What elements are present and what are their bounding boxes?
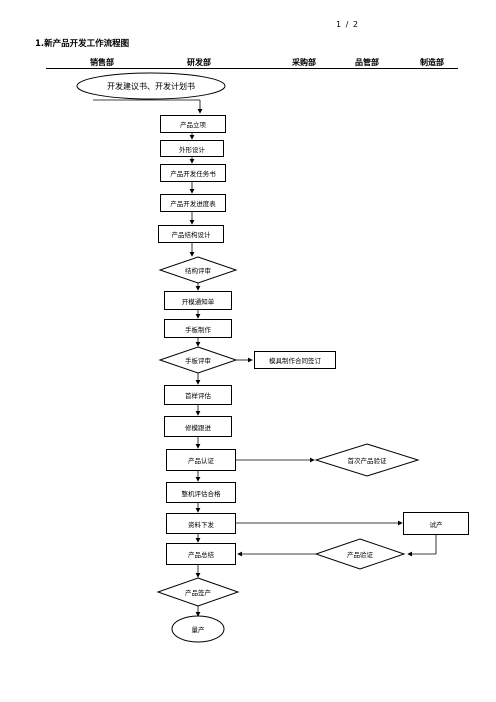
decision-product-signoff: 产品签产 [185,589,211,597]
node-prototype-making: 手板制作 [164,319,232,338]
page-title: 1.新产品开发工作流程图 [35,39,130,49]
node-mold-repair: 修模跟进 [164,416,232,437]
decision-product-verification: 产品验证 [347,551,373,559]
column-header-purchasing: 采购部 [292,58,316,67]
header-divider [46,68,458,69]
decision-prototype-review: 手板评审 [185,357,211,365]
decision-structure-review: 结构评审 [185,267,211,275]
end-node: 量产 [191,626,205,634]
node-mold-notice: 开模通知单 [164,291,232,310]
node-appearance-design: 外形设计 [160,140,224,157]
start-ellipse [76,72,226,100]
node-schedule: 产品开发进度表 [160,194,226,212]
node-product-initiation: 产品立项 [160,115,226,133]
node-task-book: 产品开发任务书 [160,164,226,182]
node-whole-unit-eval: 整机评估合格 [166,482,236,503]
column-header-rd: 研发部 [187,58,211,67]
node-first-sample-eval: 首样评估 [164,385,232,405]
node-data-release: 资料下发 [166,513,236,534]
column-header-manufacturing: 制造部 [420,58,444,67]
node-structure-design: 产品结构设计 [158,225,224,243]
node-mold-contract: 模具制作合同签订 [254,351,336,369]
page-number: 1 / 2 [336,20,359,29]
column-header-qa: 品管部 [355,58,379,67]
node-product-certification: 产品认证 [166,449,236,471]
decision-first-verification: 首次产品验证 [347,457,387,465]
end-ellipse [171,615,225,643]
column-header-sales: 销售部 [90,58,114,67]
start-node: 开发建议书、开发计划书 [107,81,195,91]
decision-diamond-4 [314,538,406,570]
node-product-summary: 产品总结 [166,543,236,565]
node-trial-production: 试产 [403,512,469,535]
decision-diamond-3 [314,443,420,477]
